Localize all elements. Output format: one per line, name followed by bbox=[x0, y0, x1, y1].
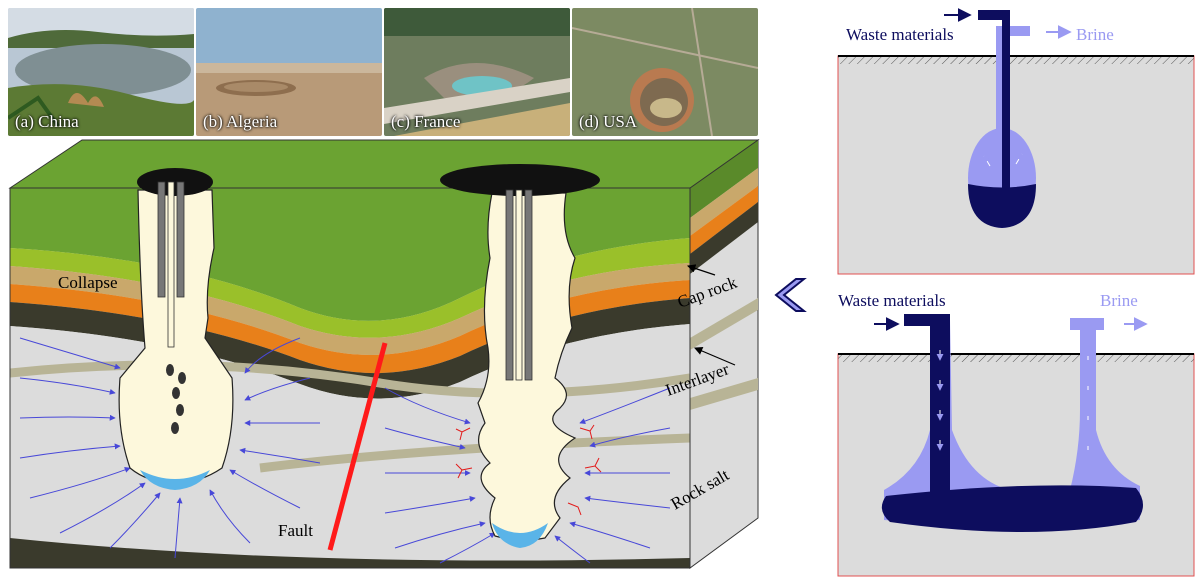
twin-well-brine-label: Brine bbox=[1100, 291, 1138, 310]
photo-caption: (d) USA bbox=[579, 112, 638, 131]
block-front-face bbox=[10, 188, 690, 568]
block-side-face bbox=[689, 139, 759, 569]
label-collapse: Collapse bbox=[58, 273, 118, 292]
left-cavern bbox=[118, 168, 234, 490]
chevron-left-icon bbox=[774, 278, 807, 312]
photo-caption: (c) France bbox=[391, 112, 461, 131]
twin-well-panel: Waste materials Brine bbox=[837, 291, 1195, 577]
twin-well-waste-label: Waste materials bbox=[838, 291, 946, 310]
right-cavern bbox=[440, 164, 602, 548]
photo-algeria: (b) Algeria bbox=[196, 8, 382, 136]
single-well-brine-label: Brine bbox=[1076, 25, 1114, 44]
photo-caption: (a) China bbox=[15, 112, 79, 131]
single-well-waste-label: Waste materials bbox=[846, 25, 954, 44]
block-top-face bbox=[8, 139, 760, 189]
label-fault: Fault bbox=[278, 521, 313, 540]
flow-lines-right bbox=[384, 387, 671, 564]
geological-block-diagram: Collapse Cap rock Interlayer Rock salt F… bbox=[8, 139, 760, 569]
photo-caption: (b) Algeria bbox=[203, 112, 278, 131]
flow-lines-left bbox=[19, 337, 321, 559]
photo-france: (c) France bbox=[384, 8, 570, 136]
photo-china: (a) China bbox=[8, 8, 194, 136]
fault-line bbox=[327, 342, 388, 551]
photo-usa: (d) USA bbox=[572, 8, 758, 136]
single-well-panel: Waste materials Brine bbox=[837, 8, 1195, 275]
